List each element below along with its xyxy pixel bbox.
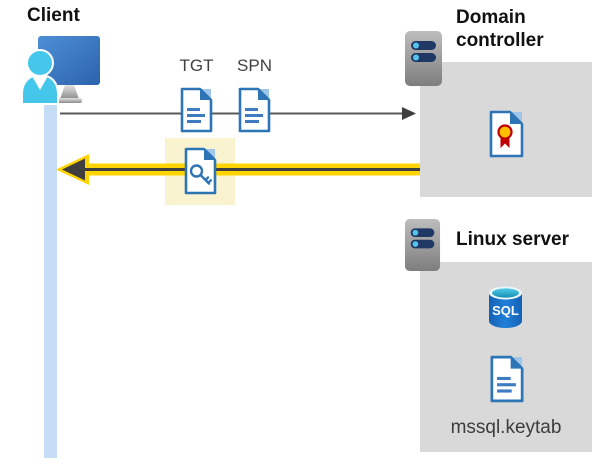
client-label: Client xyxy=(27,5,80,26)
domain-controller-server-icon xyxy=(405,31,442,86)
request-arrow-icon xyxy=(60,107,416,120)
certificate-icon xyxy=(489,110,524,158)
monitor-icon xyxy=(38,36,100,103)
tgt-label: TGT xyxy=(179,56,214,75)
tgt-document-icon xyxy=(180,87,213,133)
linux-server-server-icon xyxy=(404,218,441,272)
spn-label: SPN xyxy=(237,56,272,75)
sql-database-icon: SQL xyxy=(489,286,522,328)
key-glyph-icon xyxy=(189,164,212,185)
spn-document-icon xyxy=(238,87,271,133)
sql-badge-label: SQL xyxy=(492,303,519,318)
keytab-label: mssql.keytab xyxy=(450,417,562,438)
linux-server-title: Linux server xyxy=(456,229,569,250)
response-arrow-icon xyxy=(56,154,420,185)
user-icon xyxy=(21,49,59,105)
client-icon xyxy=(21,36,100,105)
keytab-document-icon xyxy=(490,355,524,403)
client-timeline-bar xyxy=(44,100,57,458)
key-document-icon xyxy=(184,147,217,195)
domain-controller-title: Domain controller xyxy=(456,7,544,51)
